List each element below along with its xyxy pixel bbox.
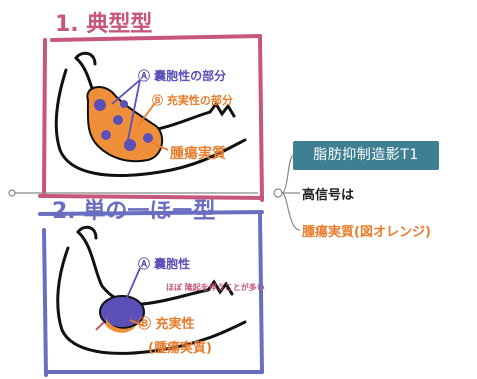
- panel1-leaders: [111, 79, 169, 151]
- mindmap-child-1[interactable]: 高信号は: [302, 188, 355, 203]
- panel2-label-a: Ⓐ 囊胞性: [138, 256, 190, 271]
- panel1-label-a: Ⓐ 囊胞性の部分: [138, 68, 226, 83]
- panel2-lesion: [95, 295, 145, 333]
- panel2-label-note: ほぼ 隆起を伴うことが多い: [166, 282, 265, 292]
- mindmap-connector: [8, 155, 301, 231]
- panel1-lesion: [86, 85, 164, 163]
- panel2-label-tumor: (腫瘍実質): [148, 340, 212, 356]
- panel2-title: 2. 単の一ほー型: [52, 198, 215, 224]
- mindmap-root-tag[interactable]: 脂肪抑制造影T1: [293, 141, 439, 170]
- panel2-frame: [38, 210, 264, 377]
- panel1-title: 1. 典型型: [55, 12, 152, 37]
- panel2-leaders: [125, 267, 145, 327]
- panel1-label-b: Ⓑ 充実性の部分: [152, 93, 233, 107]
- mindmap-child-2[interactable]: 腫瘍実質(図オレンジ): [302, 225, 431, 240]
- panel1-label-tumor: 腫瘍実質: [170, 145, 226, 162]
- panel2-label-b: Ⓑ 充実性: [138, 316, 195, 332]
- panel1-frame: [38, 34, 264, 202]
